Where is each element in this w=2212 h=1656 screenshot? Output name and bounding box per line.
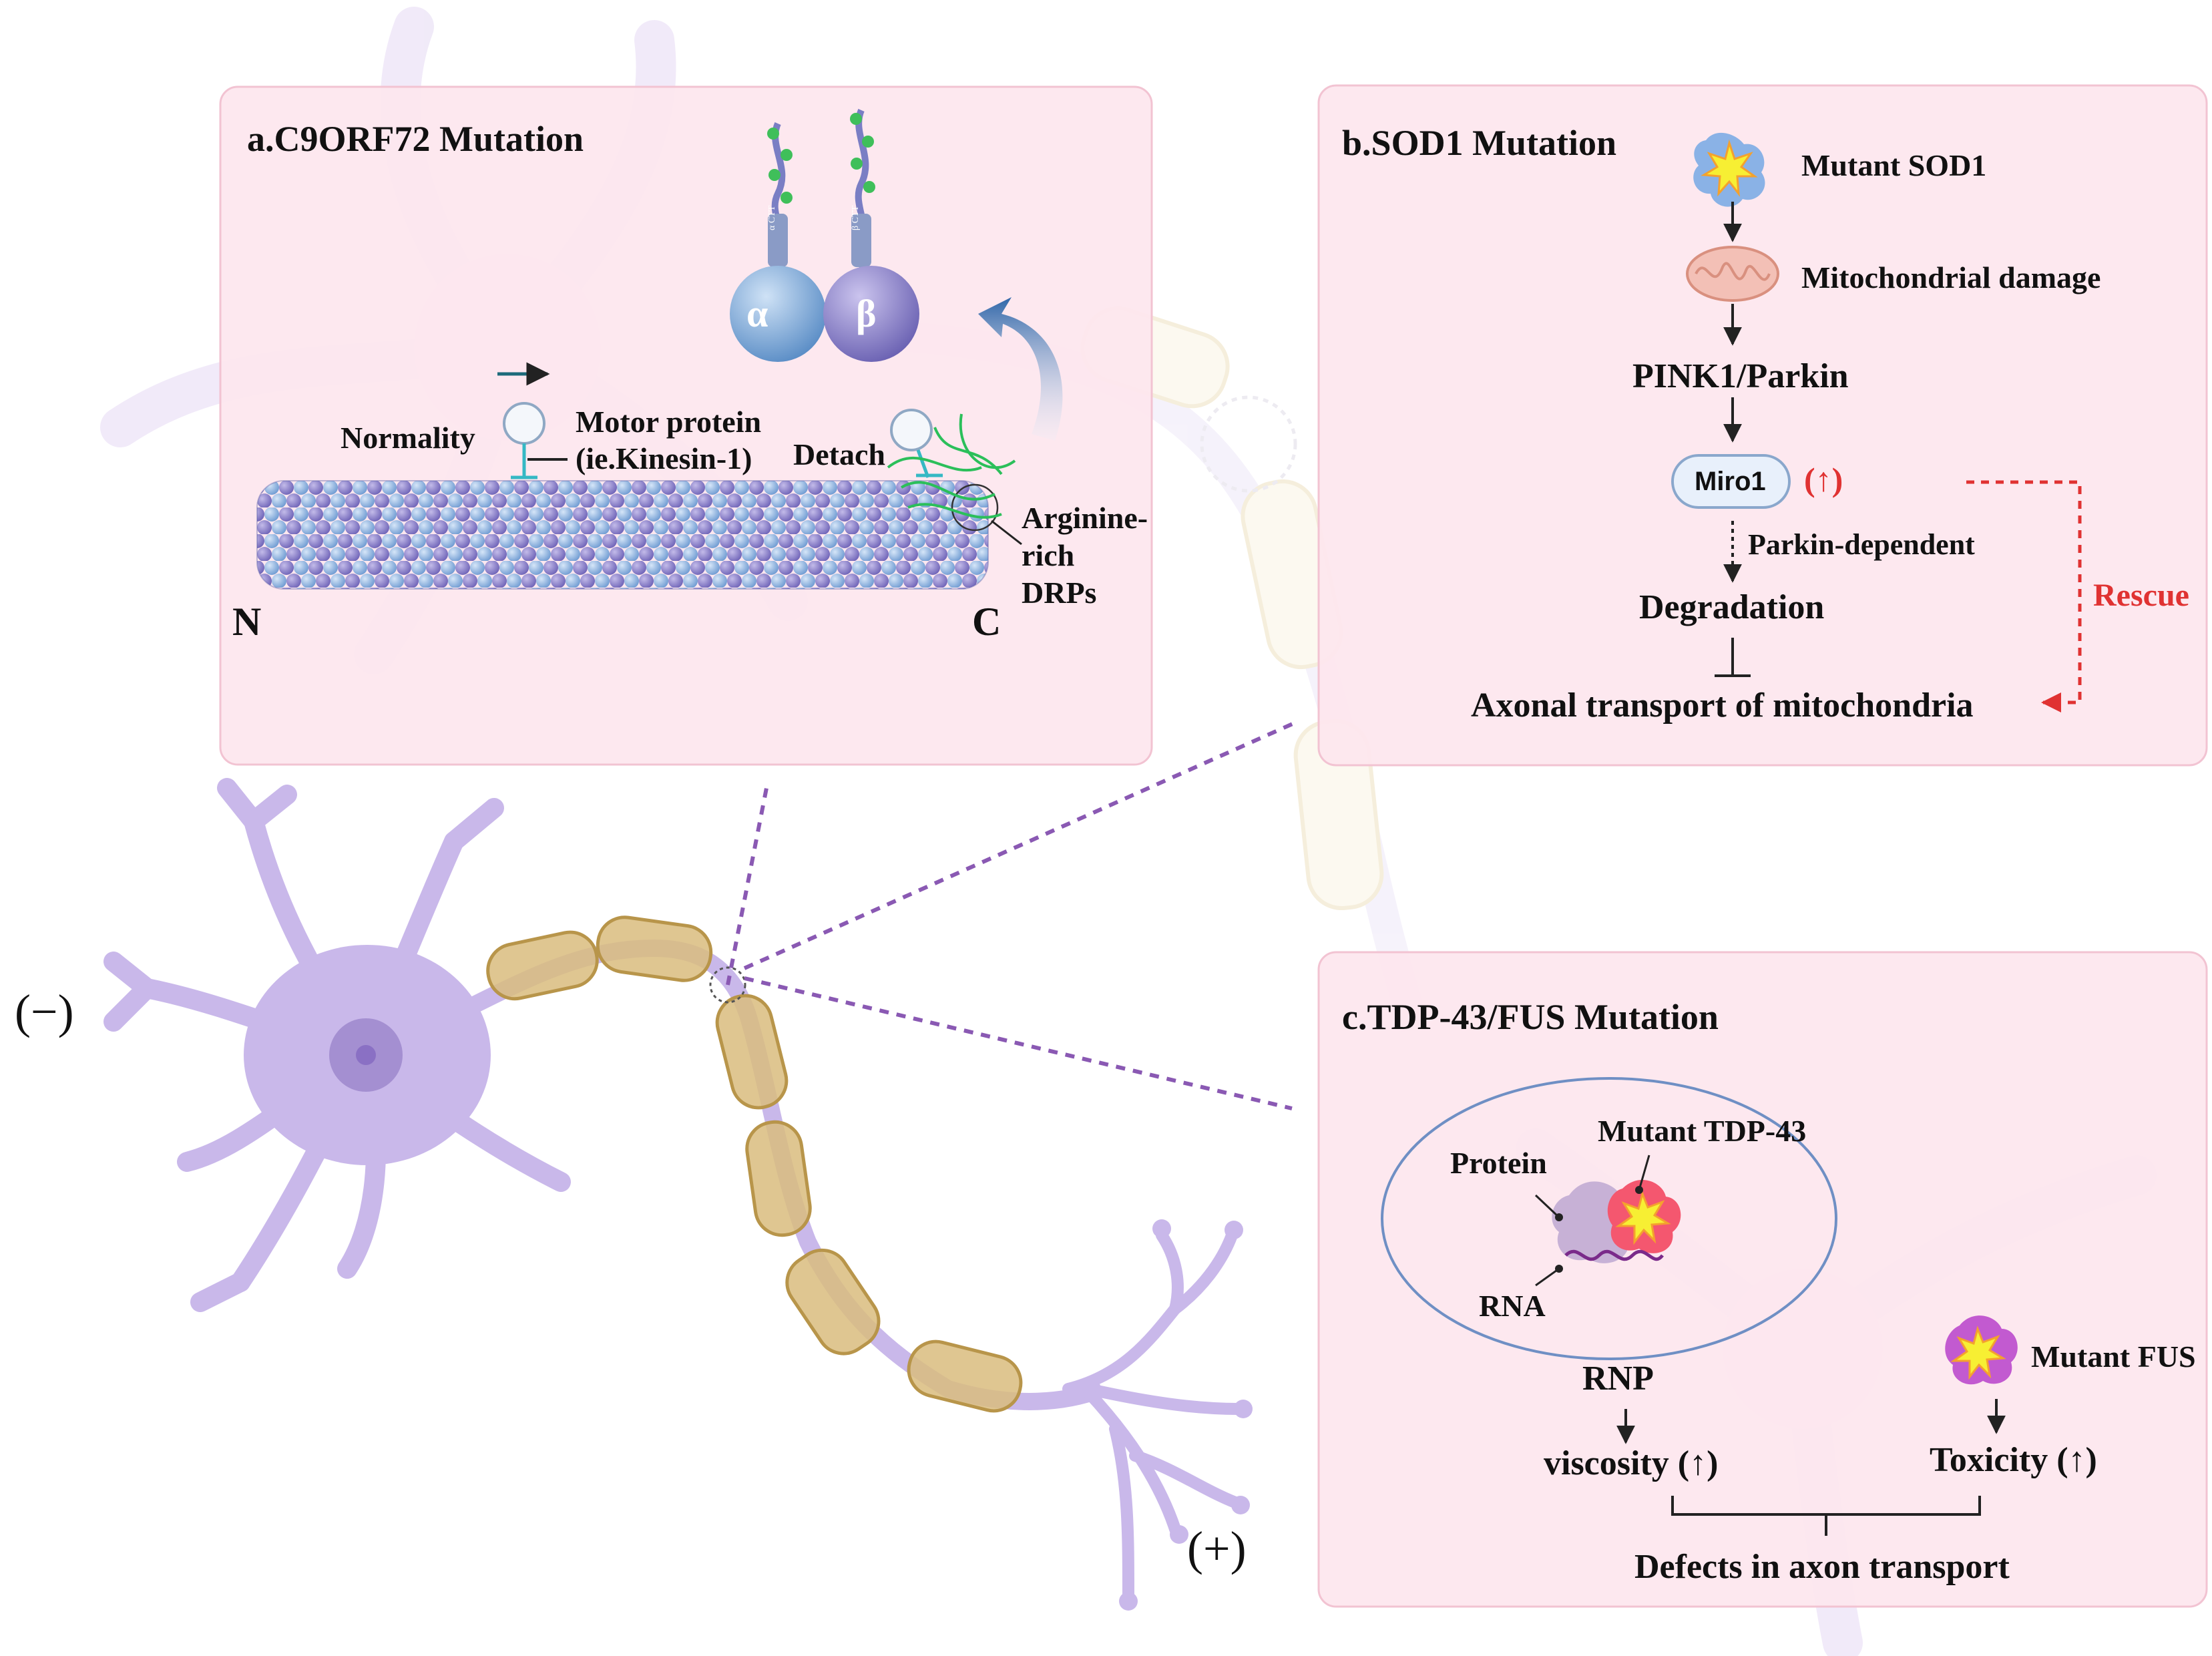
panel-a-box (219, 85, 1153, 766)
mutant-sod1-icon (1693, 132, 1765, 207)
drps-label-3: DRPs (1022, 576, 1097, 610)
viscosity-label: viscosity (↑) (1544, 1444, 1719, 1482)
mutant-fus-icon (1945, 1315, 2018, 1385)
miro1-label: Miro1 (1695, 467, 1766, 496)
parkin-dependent-label: Parkin-dependent (1748, 528, 1975, 561)
kinesin-motor-protein (497, 362, 568, 479)
panel-b-box (1317, 84, 2208, 767)
mutant-tdp43-label: Mutant TDP-43 (1598, 1114, 1807, 1148)
motor-protein-label: Motor protein (576, 405, 762, 439)
microtubule (256, 480, 999, 590)
tubulin-dimer-beta (823, 109, 919, 362)
rnp-label: RNP (1582, 1360, 1654, 1398)
panel-a-title: a.C9ORF72 Mutation (247, 119, 584, 159)
toxicity-label: Toxicity (↑) (1930, 1441, 2097, 1479)
pathway-arrows-b (1715, 202, 1751, 677)
miro1-increase-indicator: (↑) (1804, 461, 1843, 498)
axonal-transport-label: Axonal transport of mitochondria (1471, 686, 1974, 724)
rna-label: RNA (1479, 1289, 1546, 1323)
arginine-rich-drps (887, 413, 1022, 546)
pathway-arrows-c (1616, 1399, 2006, 1536)
zoom-connectors (726, 719, 1300, 1110)
panel-b-title: b.SOD1 Mutation (1342, 123, 1617, 163)
minus-end-label: (−) (15, 985, 74, 1038)
detached-motor-protein (890, 409, 943, 478)
alpha-ctt-label: α CTT (767, 205, 777, 230)
miro1-box (1671, 454, 1791, 509)
normality-label: Normality (341, 421, 475, 455)
mito-damage-label: Mitochondrial damage (1801, 260, 2101, 294)
panel-c-title: c.TDP-43/FUS Mutation (1342, 997, 1719, 1037)
main-neuron (103, 778, 1253, 1611)
beta-ctt-label: β CTT (851, 205, 861, 230)
detach-label: Detach (793, 437, 885, 471)
rnp-complex-icon (1534, 1155, 1681, 1287)
mutant-fus-label: Mutant FUS (2031, 1339, 2196, 1374)
n-terminus-label: N (232, 600, 262, 644)
drps-label-2: rich (1022, 538, 1075, 572)
myelin-sheaths (486, 915, 1023, 1413)
protein-label: Protein (1450, 1146, 1547, 1180)
rescue-dashed-arrow (1966, 480, 2082, 712)
pink1-parkin-label: PINK1/Parkin (1632, 357, 1849, 395)
mutant-sod1-label: Mutant SOD1 (1801, 148, 1987, 182)
alpha-label: α (746, 292, 768, 335)
plus-end-label: (+) (1187, 1522, 1247, 1575)
degradation-label: Degradation (1639, 588, 1825, 626)
panel-c-box (1317, 951, 2208, 1608)
cell-ellipse (1381, 1077, 1837, 1360)
tubulin-dimer-alpha (730, 122, 826, 362)
detach-curved-arrow (978, 297, 1063, 441)
rescue-label: Rescue (2093, 578, 2189, 613)
beta-label: β (856, 292, 877, 335)
defects-label: Defects in axon transport (1634, 1548, 2010, 1586)
drps-label-1: Arginine- (1022, 501, 1148, 535)
c-terminus-label: C (972, 600, 1002, 644)
kinesin-label: (ie.Kinesin-1) (576, 441, 752, 475)
mitochondria-icon (1686, 246, 1779, 302)
